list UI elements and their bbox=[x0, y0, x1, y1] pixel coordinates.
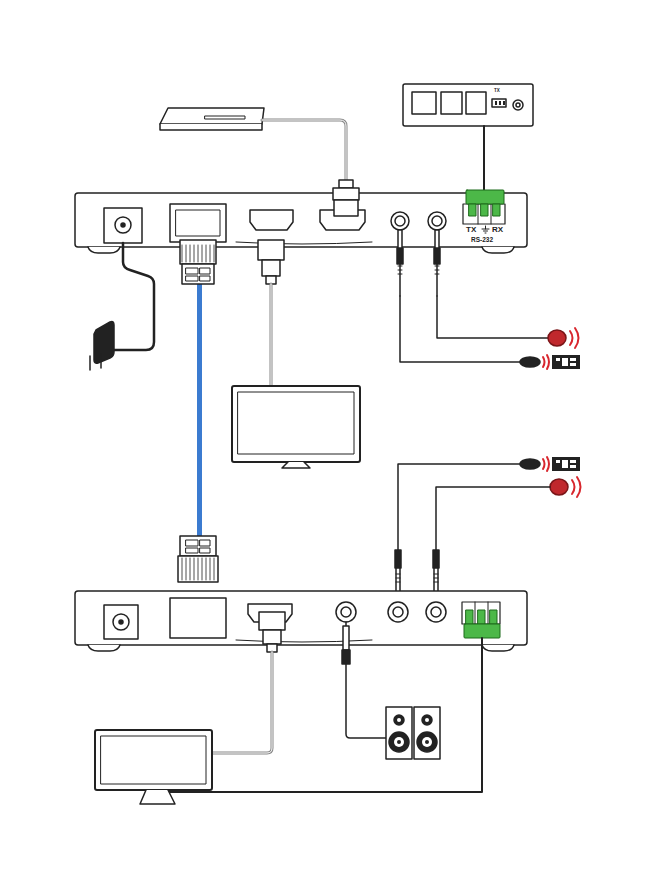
pin-label: TX bbox=[466, 226, 476, 234]
power-adapter bbox=[90, 321, 114, 370]
port-label: RS-232 bbox=[471, 237, 493, 244]
pin-label: RX bbox=[492, 226, 503, 234]
control-device bbox=[403, 84, 533, 126]
rj45-plug bbox=[178, 240, 218, 582]
receiver-box bbox=[75, 591, 527, 651]
transmitter-box bbox=[75, 193, 527, 253]
pin-label: TX bbox=[494, 89, 500, 94]
ir-receiver bbox=[548, 328, 579, 348]
source-player bbox=[160, 108, 264, 130]
monitor bbox=[232, 386, 360, 468]
speakers bbox=[386, 707, 440, 759]
hdmi-plug bbox=[333, 180, 359, 216]
ir-emitter bbox=[520, 355, 580, 369]
terminal-block bbox=[466, 190, 504, 216]
